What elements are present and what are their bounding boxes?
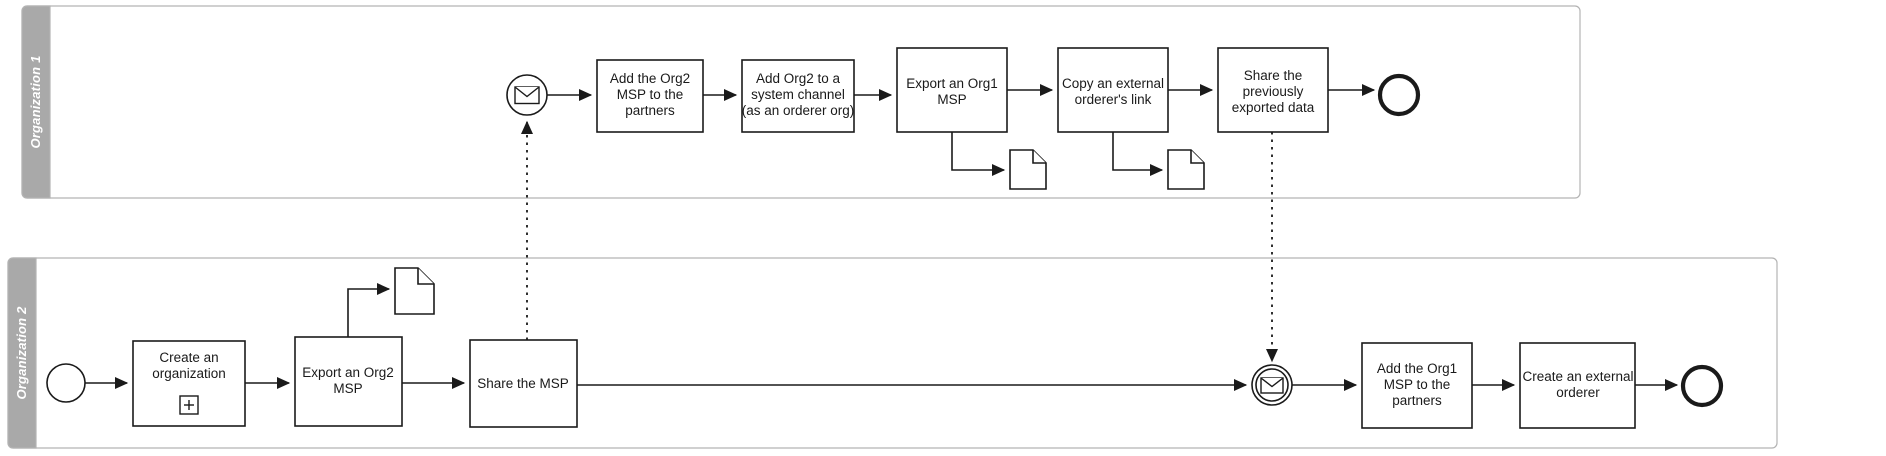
task-line-1: Export an Org2 — [302, 365, 394, 380]
assoc-task4-to-data2 — [1112, 132, 1164, 176]
task-box — [741, 59, 855, 133]
end-event-circle — [1680, 364, 1724, 408]
task-line-1: Add Org2 to a — [756, 71, 841, 86]
task-line-2: MSP — [333, 381, 362, 396]
org1-data-object-1[interactable] — [1009, 149, 1047, 190]
task-box — [596, 59, 704, 133]
org2-task-add-org1-msp-to-partners[interactable]: Add the Org1 MSP to the partners — [1361, 342, 1473, 429]
org2-start-event[interactable] — [46, 363, 86, 403]
org1-end-event[interactable] — [1377, 73, 1421, 117]
org1-task-export-org1-msp[interactable]: Export an Org1 MSP — [896, 47, 1008, 133]
task-line-3: exported data — [1232, 100, 1315, 115]
end-event-circle — [1377, 73, 1421, 117]
task-line-2: organization — [152, 366, 226, 381]
pool-2-body — [7, 257, 1778, 449]
org1-message-start-event[interactable] — [506, 74, 548, 116]
org1-task-share-previously-exported-data[interactable]: Share the previously exported data — [1217, 47, 1329, 133]
task-line-2: MSP — [937, 92, 966, 107]
assoc-task3-to-data1 — [951, 132, 1006, 176]
pool-organization-2: Organization 2 — [7, 257, 1778, 449]
task-line-2: orderer's link — [1075, 92, 1152, 107]
task-box — [1361, 342, 1473, 429]
start-event-circle — [46, 363, 86, 403]
task-line-3: partners — [625, 103, 675, 118]
org1-task-copy-external-orderer-link[interactable]: Copy an external orderer's link — [1057, 47, 1169, 133]
pool-1-label: Organization 1 — [28, 55, 43, 148]
org2-task-create-an-external-orderer[interactable]: Create an external orderer — [1519, 342, 1636, 429]
org2-end-event[interactable] — [1680, 364, 1724, 408]
org2-task-share-the-msp[interactable]: Share the MSP — [469, 339, 578, 428]
task-line-2: previously — [1243, 84, 1304, 99]
org2-task-export-org2-msp[interactable]: Export an Org2 MSP — [294, 336, 403, 427]
pool-2-header — [7, 257, 37, 449]
task-line-1: Export an Org1 — [906, 76, 998, 91]
envelope-icon — [1260, 377, 1284, 394]
task-line-3: (as an orderer org) — [742, 103, 855, 118]
pool-1-header — [21, 5, 51, 199]
task-line-1: Create an external — [1522, 369, 1633, 384]
task-line-1: Share the MSP — [477, 376, 569, 391]
assoc-export-to-data — [347, 283, 391, 337]
task-line-2: orderer — [1556, 385, 1600, 400]
task-line-1: Add the Org2 — [610, 71, 690, 86]
org2-data-object-1[interactable] — [394, 267, 435, 315]
subprocess-plus-icon — [179, 395, 199, 415]
task-line-1: Share the — [1244, 68, 1303, 83]
org1-task-add-org2-to-system-channel[interactable]: Add Org2 to a system channel (as an orde… — [741, 59, 855, 133]
task-line-2: MSP to the — [1384, 377, 1451, 392]
task-box — [469, 339, 578, 428]
org1-task-add-org2-msp-to-partners[interactable]: Add the Org2 MSP to the partners — [596, 59, 704, 133]
envelope-icon — [514, 86, 540, 105]
task-line-2: system channel — [751, 87, 845, 102]
pool-2-label: Organization 2 — [14, 306, 29, 400]
task-line-2: MSP to the — [617, 87, 684, 102]
task-line-3: partners — [1392, 393, 1442, 408]
task-line-1: Create an — [159, 350, 218, 365]
org2-intermediate-message-catch-event[interactable] — [1251, 364, 1293, 406]
task-box — [1217, 47, 1329, 133]
task-line-1: Add the Org1 — [1377, 361, 1457, 376]
org2-task-create-an-organization[interactable]: Create an organization — [132, 340, 246, 427]
org1-data-object-2[interactable] — [1167, 149, 1205, 190]
task-box — [294, 336, 403, 427]
task-line-1: Copy an external — [1062, 76, 1164, 91]
